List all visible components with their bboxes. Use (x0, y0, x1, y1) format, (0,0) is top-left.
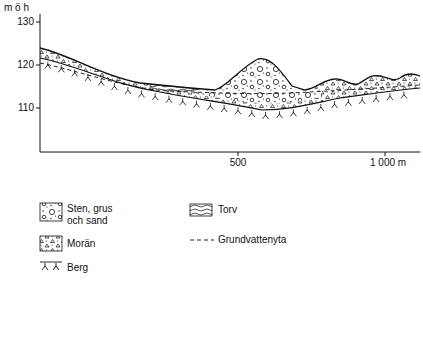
legend-swatch (40, 203, 62, 221)
bedrock-symbol (111, 83, 117, 90)
bedrock-symbol (138, 90, 144, 97)
bedrock-symbol (249, 110, 255, 117)
bedrock-symbol (152, 93, 158, 100)
legend-swatch (40, 236, 62, 251)
bedrock-symbol (387, 93, 393, 100)
elevation-tick-label: 110 (18, 102, 34, 114)
legend-text: Sten, grus och sand (67, 203, 129, 226)
bedrock-symbol (401, 92, 407, 99)
groundwater-table (40, 63, 420, 94)
bedrock-symbol (235, 107, 241, 114)
bedrock-symbol (194, 101, 200, 108)
distance-tick-label: 500 (230, 157, 247, 169)
legend-text: Grundvattenyta (218, 234, 328, 246)
bedrock-symbol (304, 107, 310, 114)
bedrock-symbol (318, 104, 324, 111)
distance-tick-label: 1 000 m (370, 157, 406, 169)
bedrock-symbol (207, 103, 213, 110)
axis-unit: m ö h (4, 2, 29, 14)
bedrock-symbol (180, 98, 186, 105)
bedrock-symbol (125, 87, 131, 94)
bedrock-symbol (98, 79, 104, 86)
gravel-body (178, 59, 322, 104)
bedrock-surface (40, 58, 420, 110)
gravel-body (178, 59, 322, 104)
bedrock-symbol (290, 109, 296, 116)
legend-text: Torv (218, 204, 308, 216)
elevation-tick-label: 120 (17, 59, 34, 71)
bedrock (40, 58, 420, 152)
bedrock-symbol (373, 95, 379, 102)
bedrock-symbol (332, 101, 338, 108)
bedrock-symbol (221, 105, 227, 112)
bedrock-symbol (166, 96, 172, 103)
moraine-layer (40, 48, 420, 152)
bedrock-symbol (345, 99, 351, 106)
elevation-tick-label: 130 (17, 16, 34, 28)
bedrock-symbol (277, 111, 283, 118)
bedrock-symbol (263, 112, 269, 119)
legend-swatch (40, 262, 62, 270)
bedrock-symbol (72, 70, 78, 77)
legend-text: Morän (67, 238, 147, 250)
legend-swatch (190, 240, 214, 241)
axes (36, 14, 420, 156)
ground-surface (40, 48, 420, 90)
legend-swatch (190, 204, 212, 216)
legend-text: Berg (67, 262, 147, 274)
bedrock-symbol (359, 97, 365, 104)
